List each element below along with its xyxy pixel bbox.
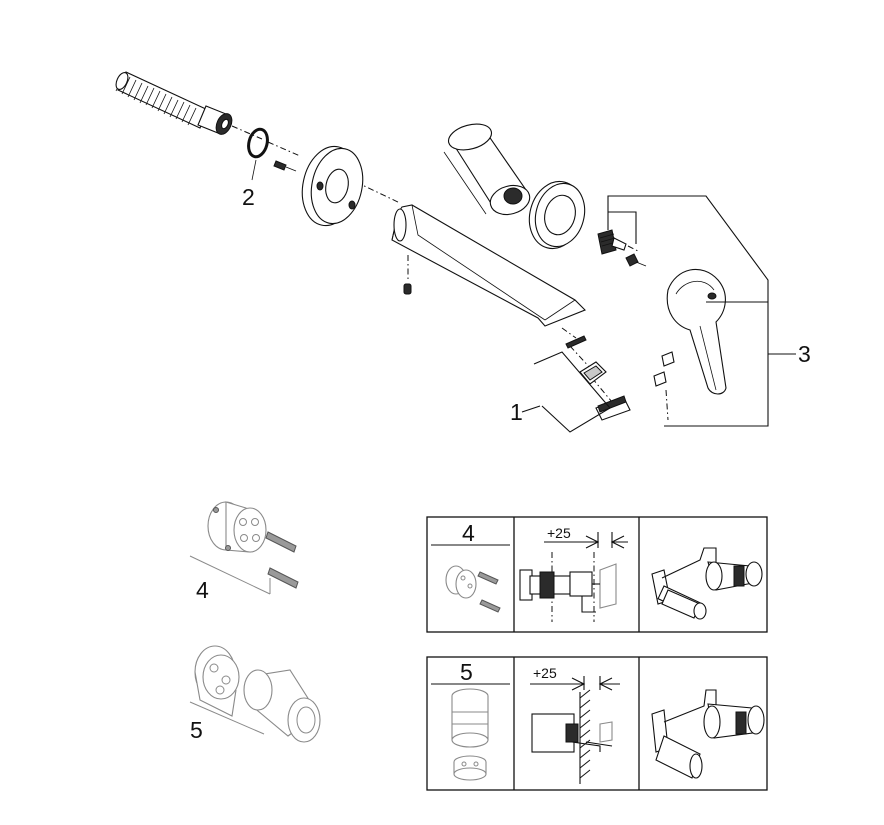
- kit-5-illustration: [189, 645, 321, 743]
- cover-ring: [528, 180, 586, 250]
- callout-3-bracket: [607, 195, 796, 427]
- aerator-set: [521, 335, 631, 433]
- o-ring: [247, 127, 269, 181]
- kit-5-callout: 5: [190, 717, 203, 743]
- rosette-plate: [301, 145, 364, 227]
- panel-5: [426, 656, 768, 791]
- cartridge-stem: [597, 229, 647, 267]
- callout-1: 1: [510, 399, 523, 425]
- spout: [391, 204, 586, 327]
- callout-3: 3: [798, 341, 811, 367]
- handle-screw: [653, 351, 675, 421]
- kit-4-callout: 4: [196, 577, 209, 603]
- kit-4-illustration: [189, 501, 299, 595]
- callout-2: 2: [242, 184, 255, 210]
- panel-4-number: 4: [462, 520, 475, 546]
- panel-5-dimension: +25: [533, 665, 557, 681]
- flexible-hose: [115, 71, 233, 135]
- panel-4-dimension: +25: [547, 525, 571, 541]
- sleeve: [443, 123, 531, 216]
- lever-handle: [666, 268, 727, 395]
- panel-5-number: 5: [460, 659, 473, 685]
- grub-screw: [273, 160, 297, 172]
- panel-4: [426, 516, 768, 633]
